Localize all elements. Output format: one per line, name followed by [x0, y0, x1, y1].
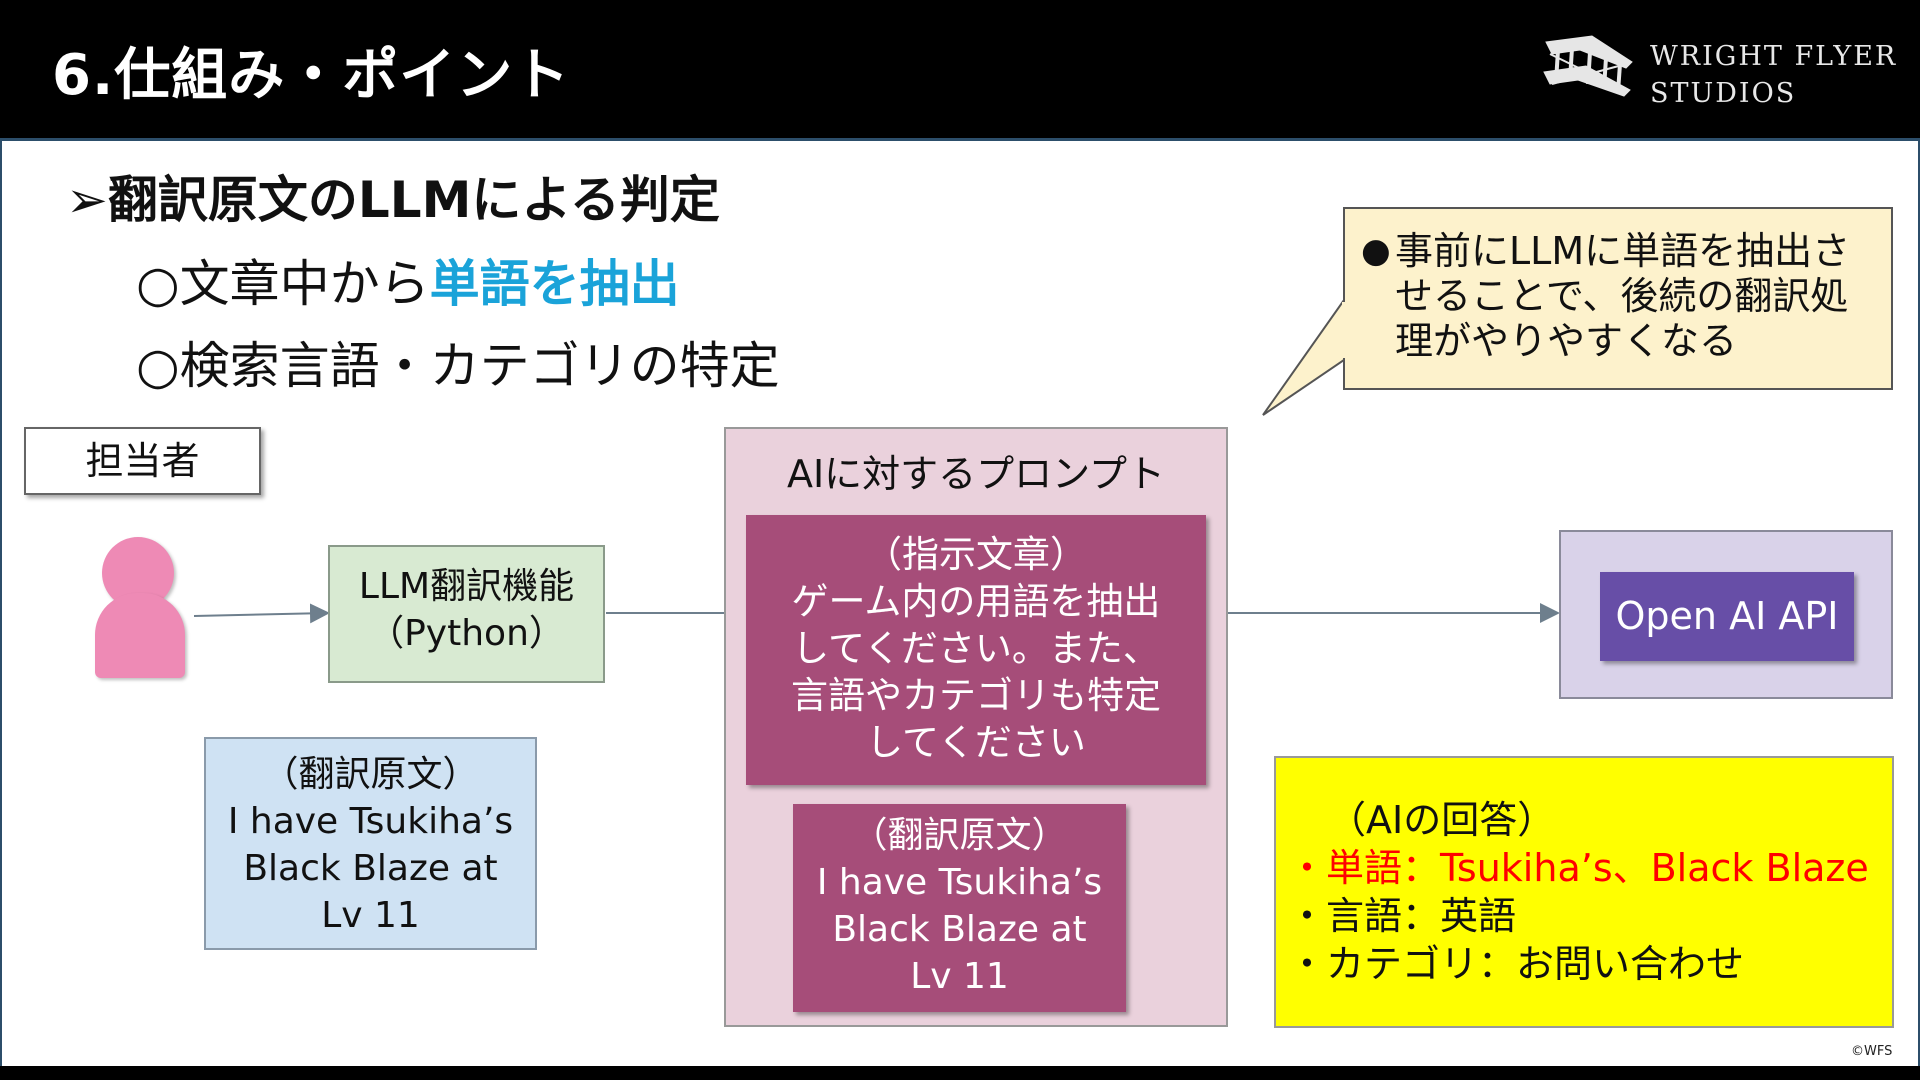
- person-label-box: 担当者: [24, 427, 261, 495]
- bullet-main: ➢翻訳原文のLLMによる判定: [66, 171, 720, 229]
- prompt-source-line-1: （翻訳原文）: [851, 815, 1068, 856]
- bullet-sub-extract-prefix: ○文章中から: [136, 255, 430, 313]
- instruction-box: （指示文章） ゲーム内の用語を抽出 してください。また、 言語やカテゴリも特定 …: [746, 515, 1206, 785]
- person-label: 担当者: [85, 439, 200, 483]
- biplane-logo-icon: [1543, 35, 1633, 97]
- prompt-container-title: AIに対するプロンプト: [786, 452, 1166, 496]
- source-text-line-1: （翻訳原文）: [262, 754, 479, 795]
- company-logo: WRIGHT FLYER STUDIOS: [1540, 28, 1900, 114]
- source-text-box: （翻訳原文） I have Tsukiha’s Black Blaze at L…: [204, 737, 537, 950]
- prompt-source-line-2: I have Tsukiha’s: [816, 862, 1103, 903]
- slide-frame-left: [0, 138, 2, 1066]
- instruction-line-5: してください: [866, 721, 1086, 764]
- instruction-line-2: ゲーム内の用語を抽出: [791, 580, 1161, 623]
- openai-api-label: Open AI API: [1615, 594, 1839, 638]
- slide-bottom-bar: [0, 1066, 1920, 1080]
- slide-title: 6.仕組み・ポイント: [52, 43, 571, 108]
- logo-text: WRIGHT FLYER STUDIOS: [1650, 38, 1900, 112]
- llm-function-line-1: LLM翻訳機能: [358, 566, 575, 607]
- instruction-line-1: （指示文章）: [865, 533, 1087, 576]
- source-text-line-3: Black Blaze at: [243, 848, 498, 889]
- copyright-text: ©WFS: [1851, 1044, 1893, 1059]
- source-text-line-2: I have Tsukiha’s: [227, 801, 514, 842]
- callout-bullet: ●: [1361, 231, 1391, 271]
- bullet-sub-extract: ○文章中から単語を抽出: [136, 244, 680, 316]
- ai-answer-category: ・カテゴリ：お問い合わせ: [1288, 942, 1745, 986]
- prompt-source-line-4: Lv 11: [910, 956, 1009, 997]
- ai-answer-words: ・単語：Tsukiha’s、Black Blaze: [1288, 846, 1869, 890]
- instruction-line-3: してください。また、: [792, 627, 1160, 670]
- bullet-sub-extract-highlight: 単語を抽出: [429, 255, 680, 313]
- callout-box: ● 事前にLLMに単語を抽出させることで、後続の翻訳処理がやりやすくなる: [1343, 207, 1893, 390]
- openai-api-box: Open AI API: [1600, 572, 1854, 661]
- person-icon-body: [95, 593, 185, 678]
- prompt-source-box: （翻訳原文） I have Tsukiha’s Black Blaze at L…: [793, 804, 1126, 1012]
- logo-line-2: STUDIOS: [1650, 78, 1797, 109]
- llm-function-line-2: （Python）: [368, 613, 565, 654]
- source-text-line-4: Lv 11: [321, 895, 420, 936]
- logo-line-1: WRIGHT FLYER: [1650, 41, 1898, 72]
- llm-function-box: LLM翻訳機能 （Python）: [328, 545, 605, 683]
- ai-answer-language: ・言語：英語: [1288, 894, 1517, 938]
- slide-header: 6.仕組み・ポイント WRIGHT FLYER STUDIOS: [0, 0, 1920, 141]
- ai-answer-title: （AIの回答）: [1328, 798, 1556, 842]
- arrow-person-to-llm: [193, 603, 330, 624]
- prompt-source-line-3: Black Blaze at: [832, 909, 1087, 950]
- callout-text: 事前にLLMに単語を抽出させることで、後続の翻訳処理がやりやすくなる: [1395, 229, 1851, 363]
- ai-answer-box: （AIの回答） ・単語：Tsukiha’s、Black Blaze ・言語：英語…: [1274, 756, 1894, 1028]
- bullet-sub-identify: ○検索言語・カテゴリの特定: [136, 337, 780, 395]
- instruction-line-4: 言語やカテゴリも特定: [791, 674, 1161, 717]
- slide-frame-right: [1918, 138, 1920, 1066]
